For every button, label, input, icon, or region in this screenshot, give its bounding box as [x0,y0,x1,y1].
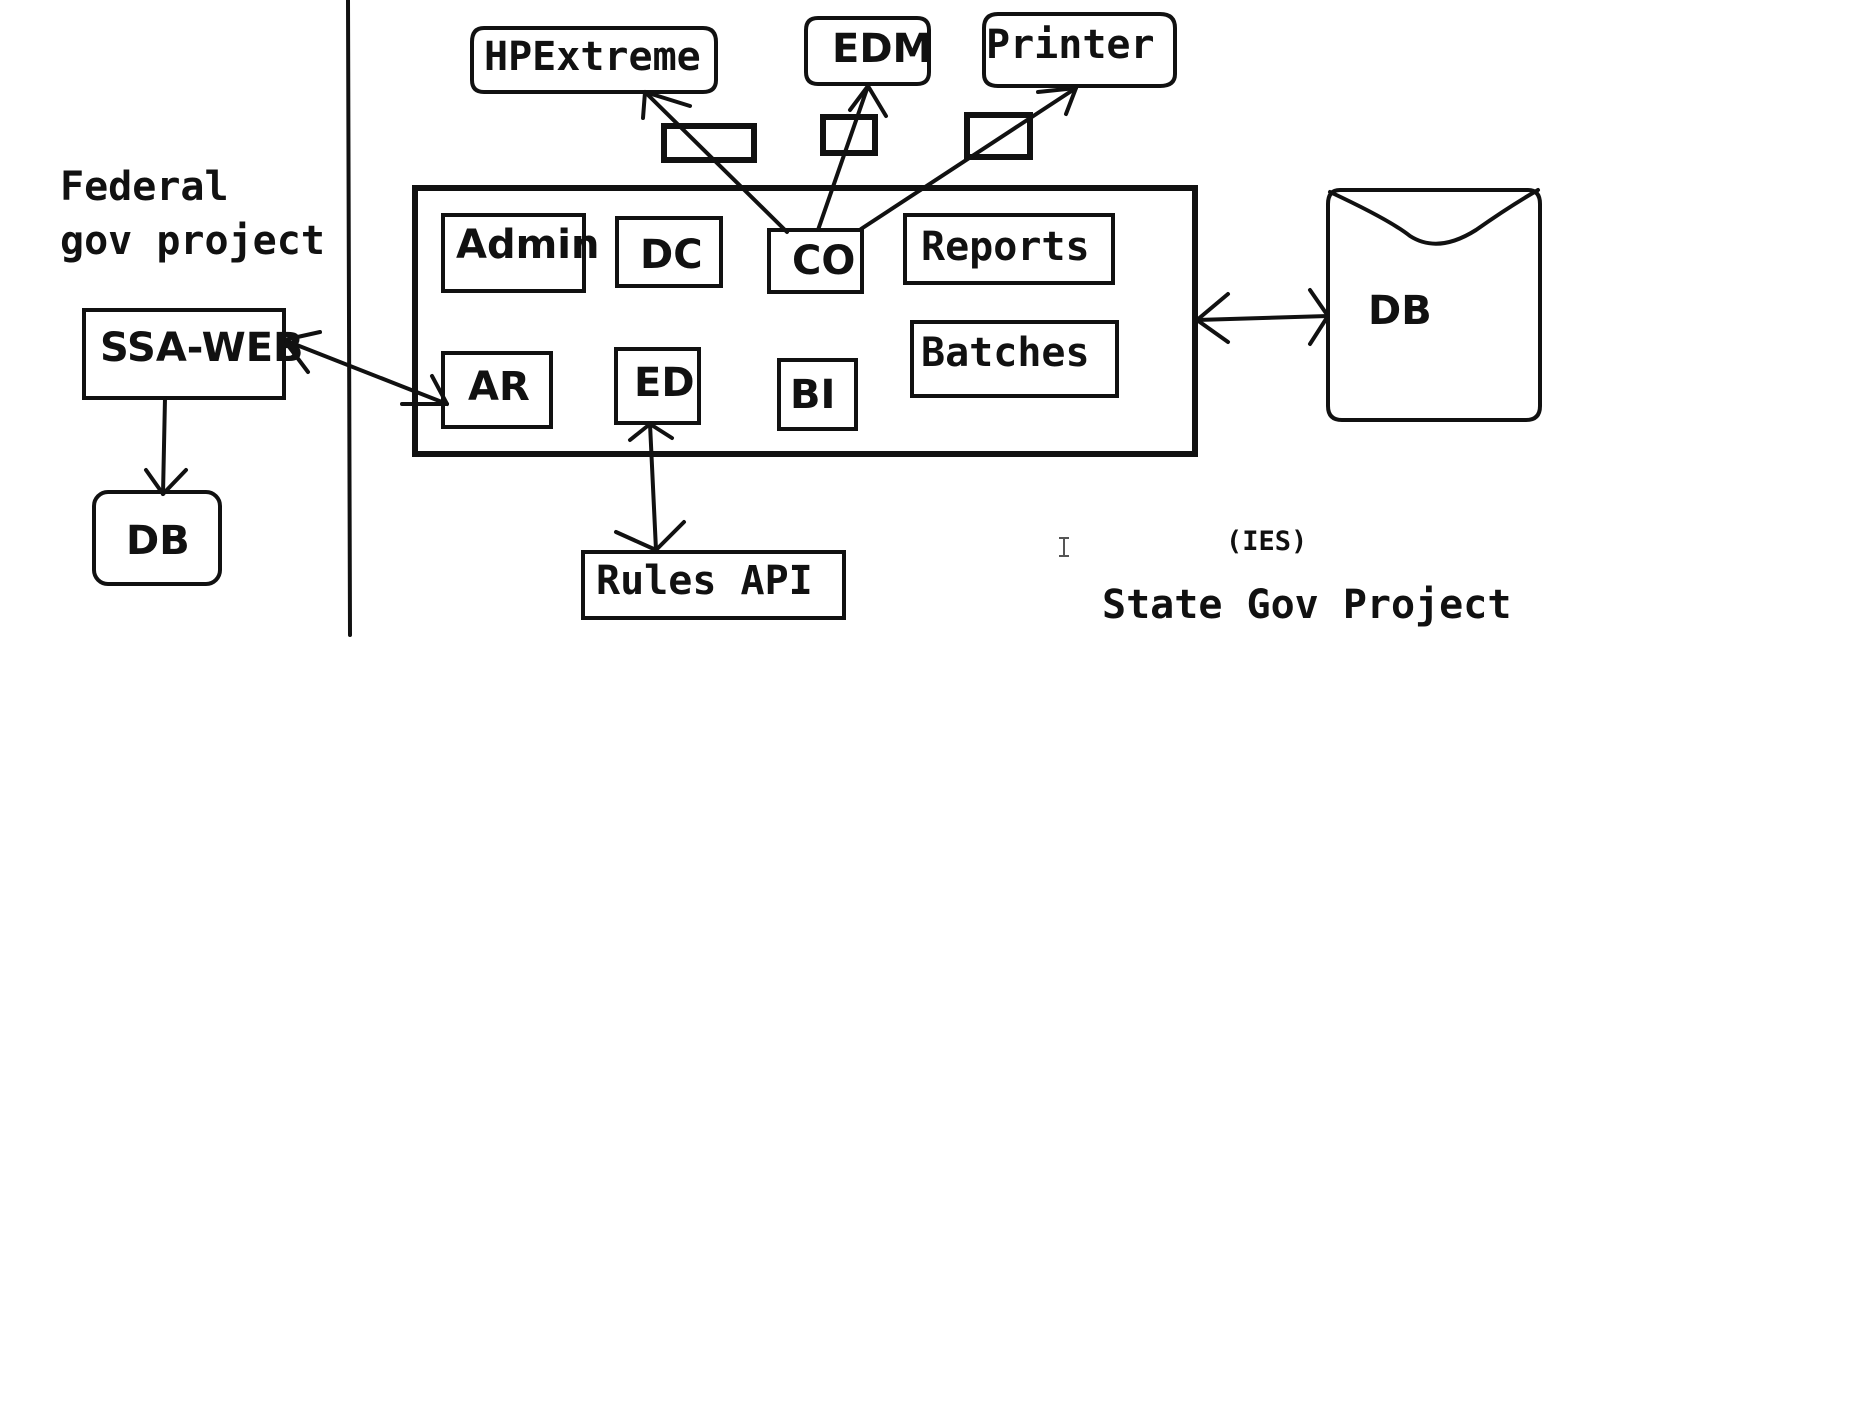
state-db-box [1326,188,1542,422]
co-to-hpextreme-arrow [643,90,789,234]
ed-box [614,347,701,425]
ssa-web-ar-arrowhead-left [282,330,322,374]
federal-title-line1: Federal [60,164,229,210]
rules-api-box [581,550,846,620]
co-to-printer-arrow [859,86,1078,231]
ssa-web-ar-arrowhead-right [400,374,449,406]
hpextreme-label: HPExtreme [484,34,701,80]
ssa-web-label: SSA-WEB [100,325,304,371]
ies-label: (IES) [1226,526,1308,557]
co-to-printer-arrowhead [1036,86,1078,116]
federal-db-label: DB [126,518,190,564]
ed-rules-arrowhead-bottom [614,520,686,552]
ies-container [412,185,1198,457]
co-box [767,228,864,294]
ssa-web-to-db-arrow [161,396,167,496]
ar-box [441,351,553,429]
ssa-web-box [82,308,286,400]
federal-title-line2: gov project [60,218,325,264]
ed-rules-arrowhead-top [628,422,674,442]
reports-label: Reports [921,224,1090,270]
batches-label: Batches [921,330,1090,376]
edm-box [804,16,931,86]
ies-db-arrow [1195,314,1330,322]
ed-rules-arrow [648,422,658,552]
text-cursor-icon [1059,537,1069,557]
bi-label: BI [790,372,836,418]
edm-queue-box [820,114,878,156]
printer-label: Printer [986,22,1155,68]
hpextreme-box [470,26,718,94]
rules-api-label: Rules API [596,558,813,604]
dc-box [615,216,723,288]
hpextreme-queue-box [661,123,757,163]
edm-label: EDM [832,26,933,72]
printer-box [982,12,1177,88]
project-divider [346,0,352,637]
co-to-edm-arrow [816,84,870,232]
federal-db-box [92,490,222,586]
co-label: CO [792,238,856,284]
ssa-web-ar-arrow [282,338,449,406]
reports-box [903,213,1115,285]
ies-db-arrowhead-left [1195,292,1230,344]
batches-box [910,320,1119,398]
ar-label: AR [468,364,530,410]
state-project-title: State Gov Project [1102,582,1512,628]
printer-queue-box [964,112,1033,160]
ssa-web-to-db-arrowhead [144,468,188,496]
bi-box [777,358,858,431]
ed-label: ED [634,360,695,406]
admin-label: Admin [456,222,600,268]
state-db-label: DB [1368,288,1432,334]
dc-label: DC [640,232,703,278]
admin-box [441,213,586,293]
state-db-lid-curve [1328,188,1540,246]
co-to-edm-arrowhead [848,84,888,118]
co-to-hpextreme-arrowhead [641,90,692,120]
